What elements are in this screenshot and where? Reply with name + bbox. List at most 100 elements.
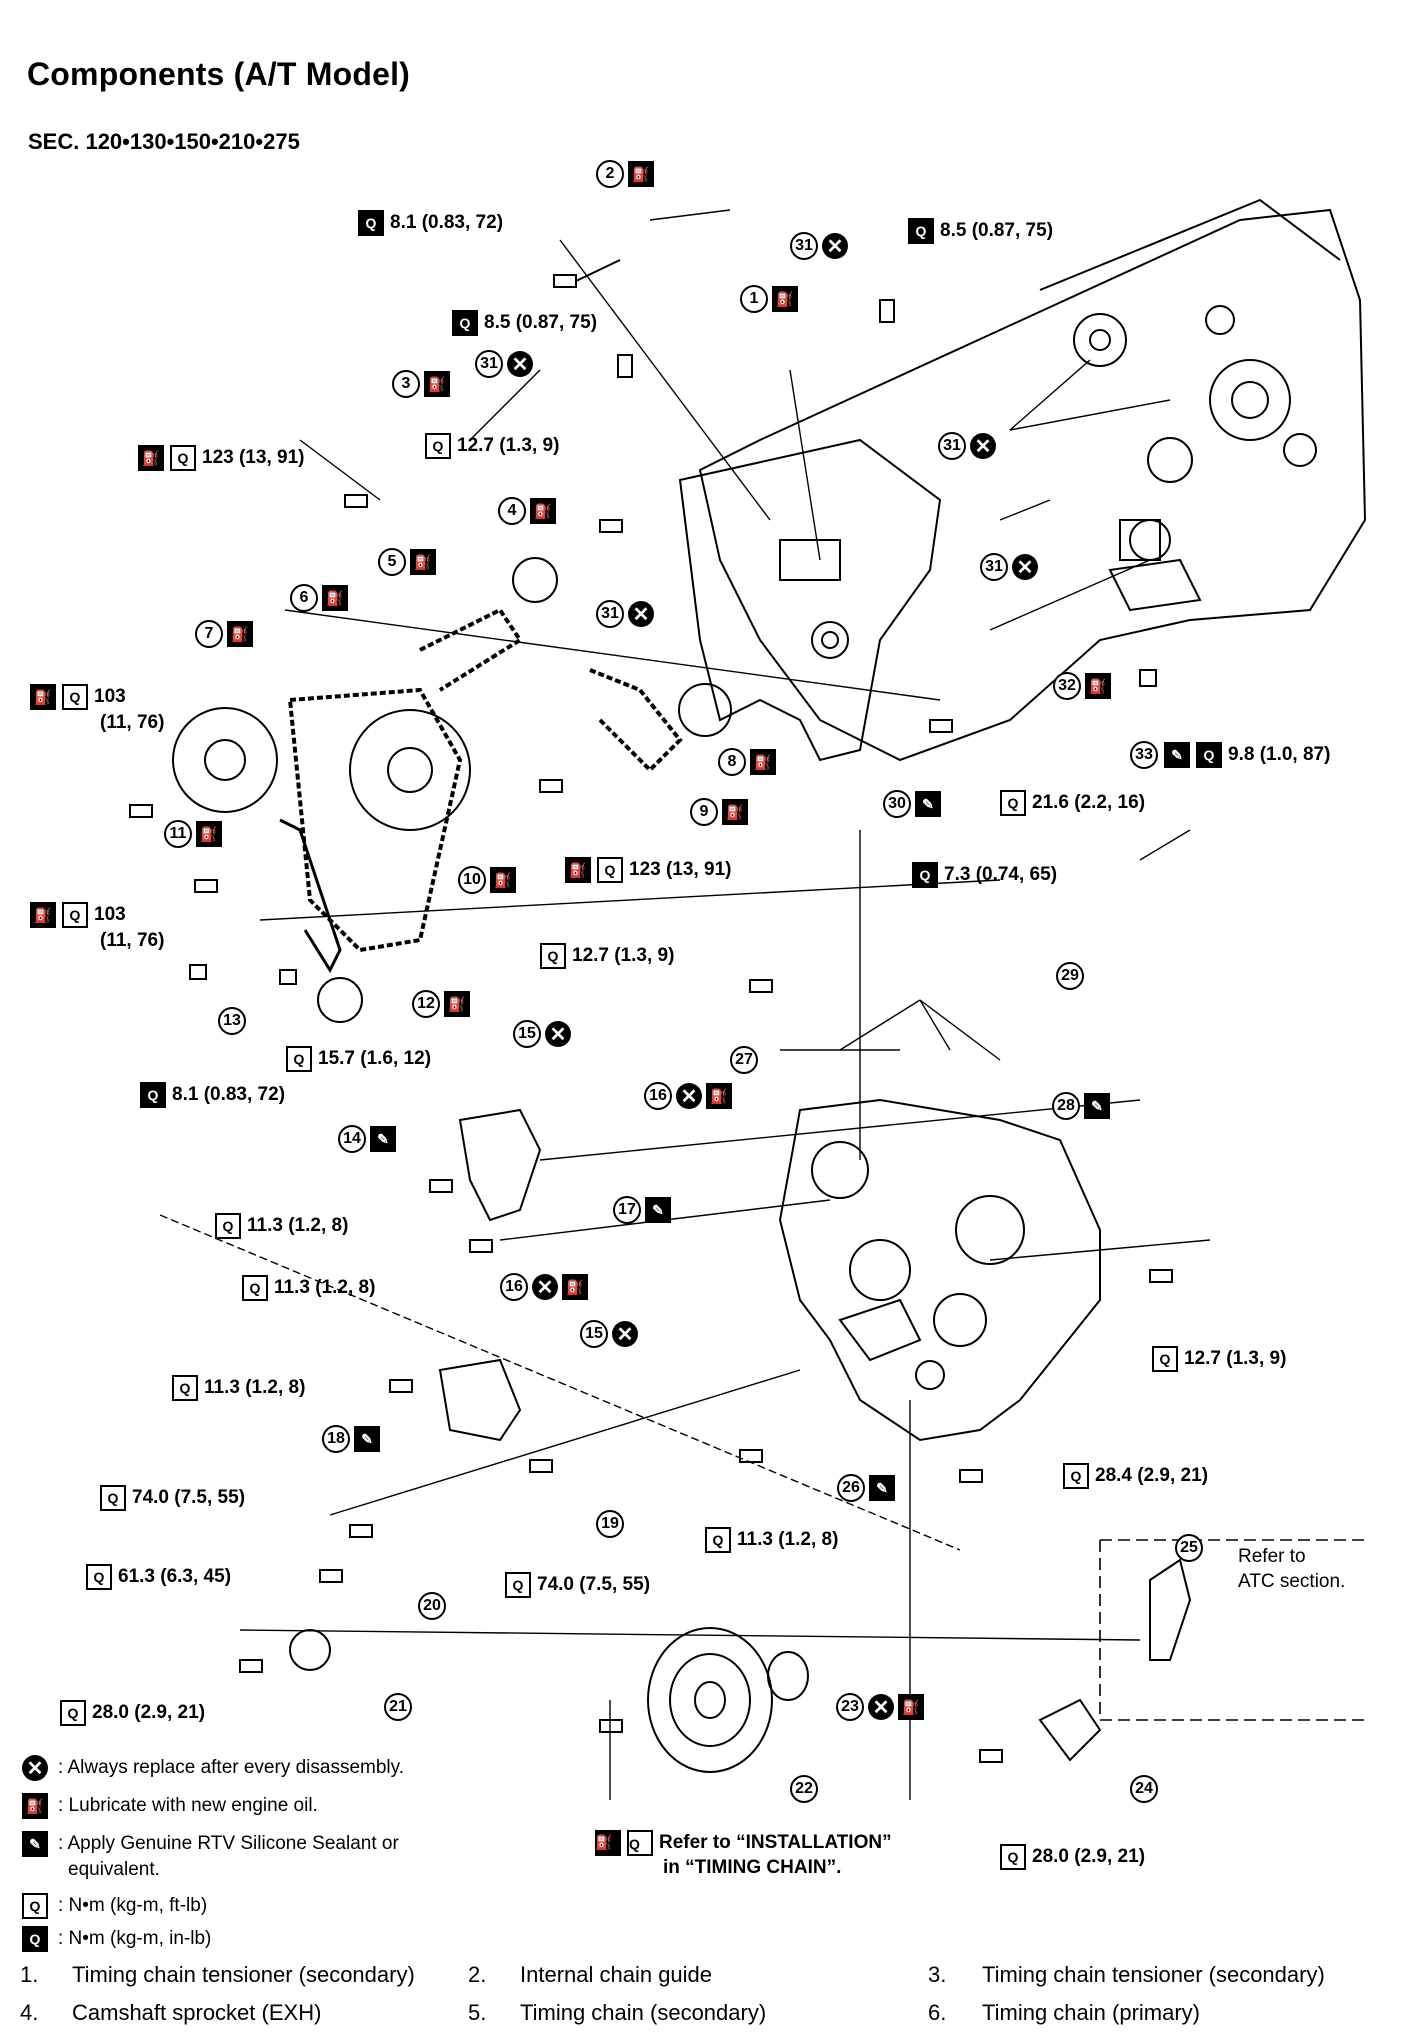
nm-in-lb-icon: Q (1196, 742, 1222, 768)
callout-19: 19 (596, 1510, 624, 1538)
nm-ft-lb-icon: Q (62, 684, 88, 710)
replace-icon: ✕ (612, 1321, 638, 1347)
callout-22: 22 (790, 1775, 818, 1803)
callout-17: 17✎ (613, 1196, 671, 1224)
rtv-sealant-icon: ✎ (645, 1197, 671, 1223)
lubricate-icon: ⛽ (444, 991, 470, 1017)
replace-icon: ✕ (22, 1755, 48, 1781)
callout-30: 30✎ (883, 790, 941, 818)
nm-ft-lb-icon: Q (705, 1527, 731, 1553)
callout-7: 7⛽ (195, 620, 253, 648)
nm-ft-lb-icon: Q (425, 433, 451, 459)
rtv-sealant-icon: ✎ (22, 1831, 48, 1857)
nm-ft-lb-icon: Q (1152, 1346, 1178, 1372)
rtv-sealant-icon: ✎ (354, 1426, 380, 1452)
engine-exploded-diagram (129, 198, 1370, 1800)
callout-13: 13 (218, 1007, 246, 1035)
callout-20: 20 (418, 1592, 446, 1620)
nm-in-lb-icon: Q (452, 310, 478, 336)
lubricate-icon: ⛽ (410, 549, 436, 575)
parts-row: 1.Timing chain tensioner (secondary) 2.I… (20, 1962, 1325, 1987)
rtv-sealant-icon: ✎ (1164, 742, 1190, 768)
callout-16: 16✕⛽ (644, 1082, 732, 1110)
callout-31: 31✕ (938, 432, 996, 460)
replace-icon: ✕ (532, 1274, 558, 1300)
lubricate-icon: ⛽ (196, 821, 222, 847)
legend-replace: ✕: Always replace after every disassembl… (22, 1755, 404, 1781)
lubricate-icon: ⛽ (138, 445, 164, 471)
nm-ft-lb-icon: Q (286, 1046, 312, 1072)
callout-29: 29 (1056, 962, 1084, 990)
parts-list: 1.Timing chain tensioner (secondary) 2.I… (0, 1962, 1408, 2038)
rear-chain-case (678, 438, 942, 762)
nm-ft-lb-icon: Q (22, 1893, 48, 1919)
callout-32: 32⛽ (1053, 672, 1111, 700)
callout-18: 18✎ (322, 1425, 380, 1453)
replace-icon: ✕ (507, 351, 533, 377)
nm-ft-lb-icon: Q (540, 943, 566, 969)
callout-5: 5⛽ (378, 548, 436, 576)
nm-ft-lb-icon: Q (86, 1564, 112, 1590)
crank-pulley (647, 1627, 809, 1773)
lubricate-icon: ⛽ (227, 621, 253, 647)
callout-15: 15✕ (580, 1320, 638, 1348)
idler-pulley (289, 1629, 331, 1671)
callout-8: 8⛽ (718, 748, 776, 776)
nm-ft-lb-icon: Q (1000, 1844, 1026, 1870)
callout-2: 2⛽ (596, 160, 654, 188)
lubricate-icon: ⛽ (530, 498, 556, 524)
lubricate-icon: ⛽ (706, 1083, 732, 1109)
replace-icon: ✕ (628, 601, 654, 627)
nm-ft-lb-icon: Q (242, 1275, 268, 1301)
rtv-sealant-icon: ✎ (370, 1126, 396, 1152)
section-reference: SEC. 120•130•150•210•275 (28, 129, 300, 154)
water-pump-upper (458, 1108, 542, 1222)
callout-31: 31✕ (596, 600, 654, 628)
legend-lubricate: ⛽: Lubricate with new engine oil. (22, 1793, 318, 1819)
parts-row: 4.Camshaft sprocket (EXH) 5.Timing chain… (20, 2000, 1201, 2025)
callout-25: 25 (1175, 1534, 1203, 1562)
nm-ft-lb-icon: Q (505, 1572, 531, 1598)
lubricate-icon: ⛽ (628, 161, 654, 187)
replace-icon: ✕ (1012, 554, 1038, 580)
nm-ft-lb-icon: Q (627, 1830, 653, 1856)
rtv-sealant-icon: ✎ (869, 1475, 895, 1501)
lubricate-icon: ⛽ (898, 1694, 924, 1720)
bolts (129, 259, 1173, 1763)
nm-ft-lb-icon: Q (1000, 790, 1026, 816)
atc-reference-box (1099, 1539, 1370, 1721)
lubricate-icon: ⛽ (565, 857, 591, 883)
nm-ft-lb-icon: Q (215, 1213, 241, 1239)
replace-icon: ✕ (868, 1694, 894, 1720)
callout-14: 14✎ (338, 1125, 396, 1153)
legend-nm-in-lb: Q: N•m (kg-m, in-lb) (22, 1926, 211, 1952)
callout-28: 28✎ (1052, 1092, 1110, 1120)
lubricate-icon: ⛽ (30, 902, 56, 928)
callout-9: 9⛽ (690, 798, 748, 826)
nm-ft-lb-icon: Q (60, 1700, 86, 1726)
nm-in-lb-icon: Q (140, 1082, 166, 1108)
callout-6: 6⛽ (290, 584, 348, 612)
nm-in-lb-icon: Q (22, 1926, 48, 1952)
legend-nm-ft-lb: Q: N•m (kg-m, ft-lb) (22, 1893, 207, 1919)
lubricate-icon: ⛽ (30, 684, 56, 710)
callout-31: 31✕ (790, 232, 848, 260)
